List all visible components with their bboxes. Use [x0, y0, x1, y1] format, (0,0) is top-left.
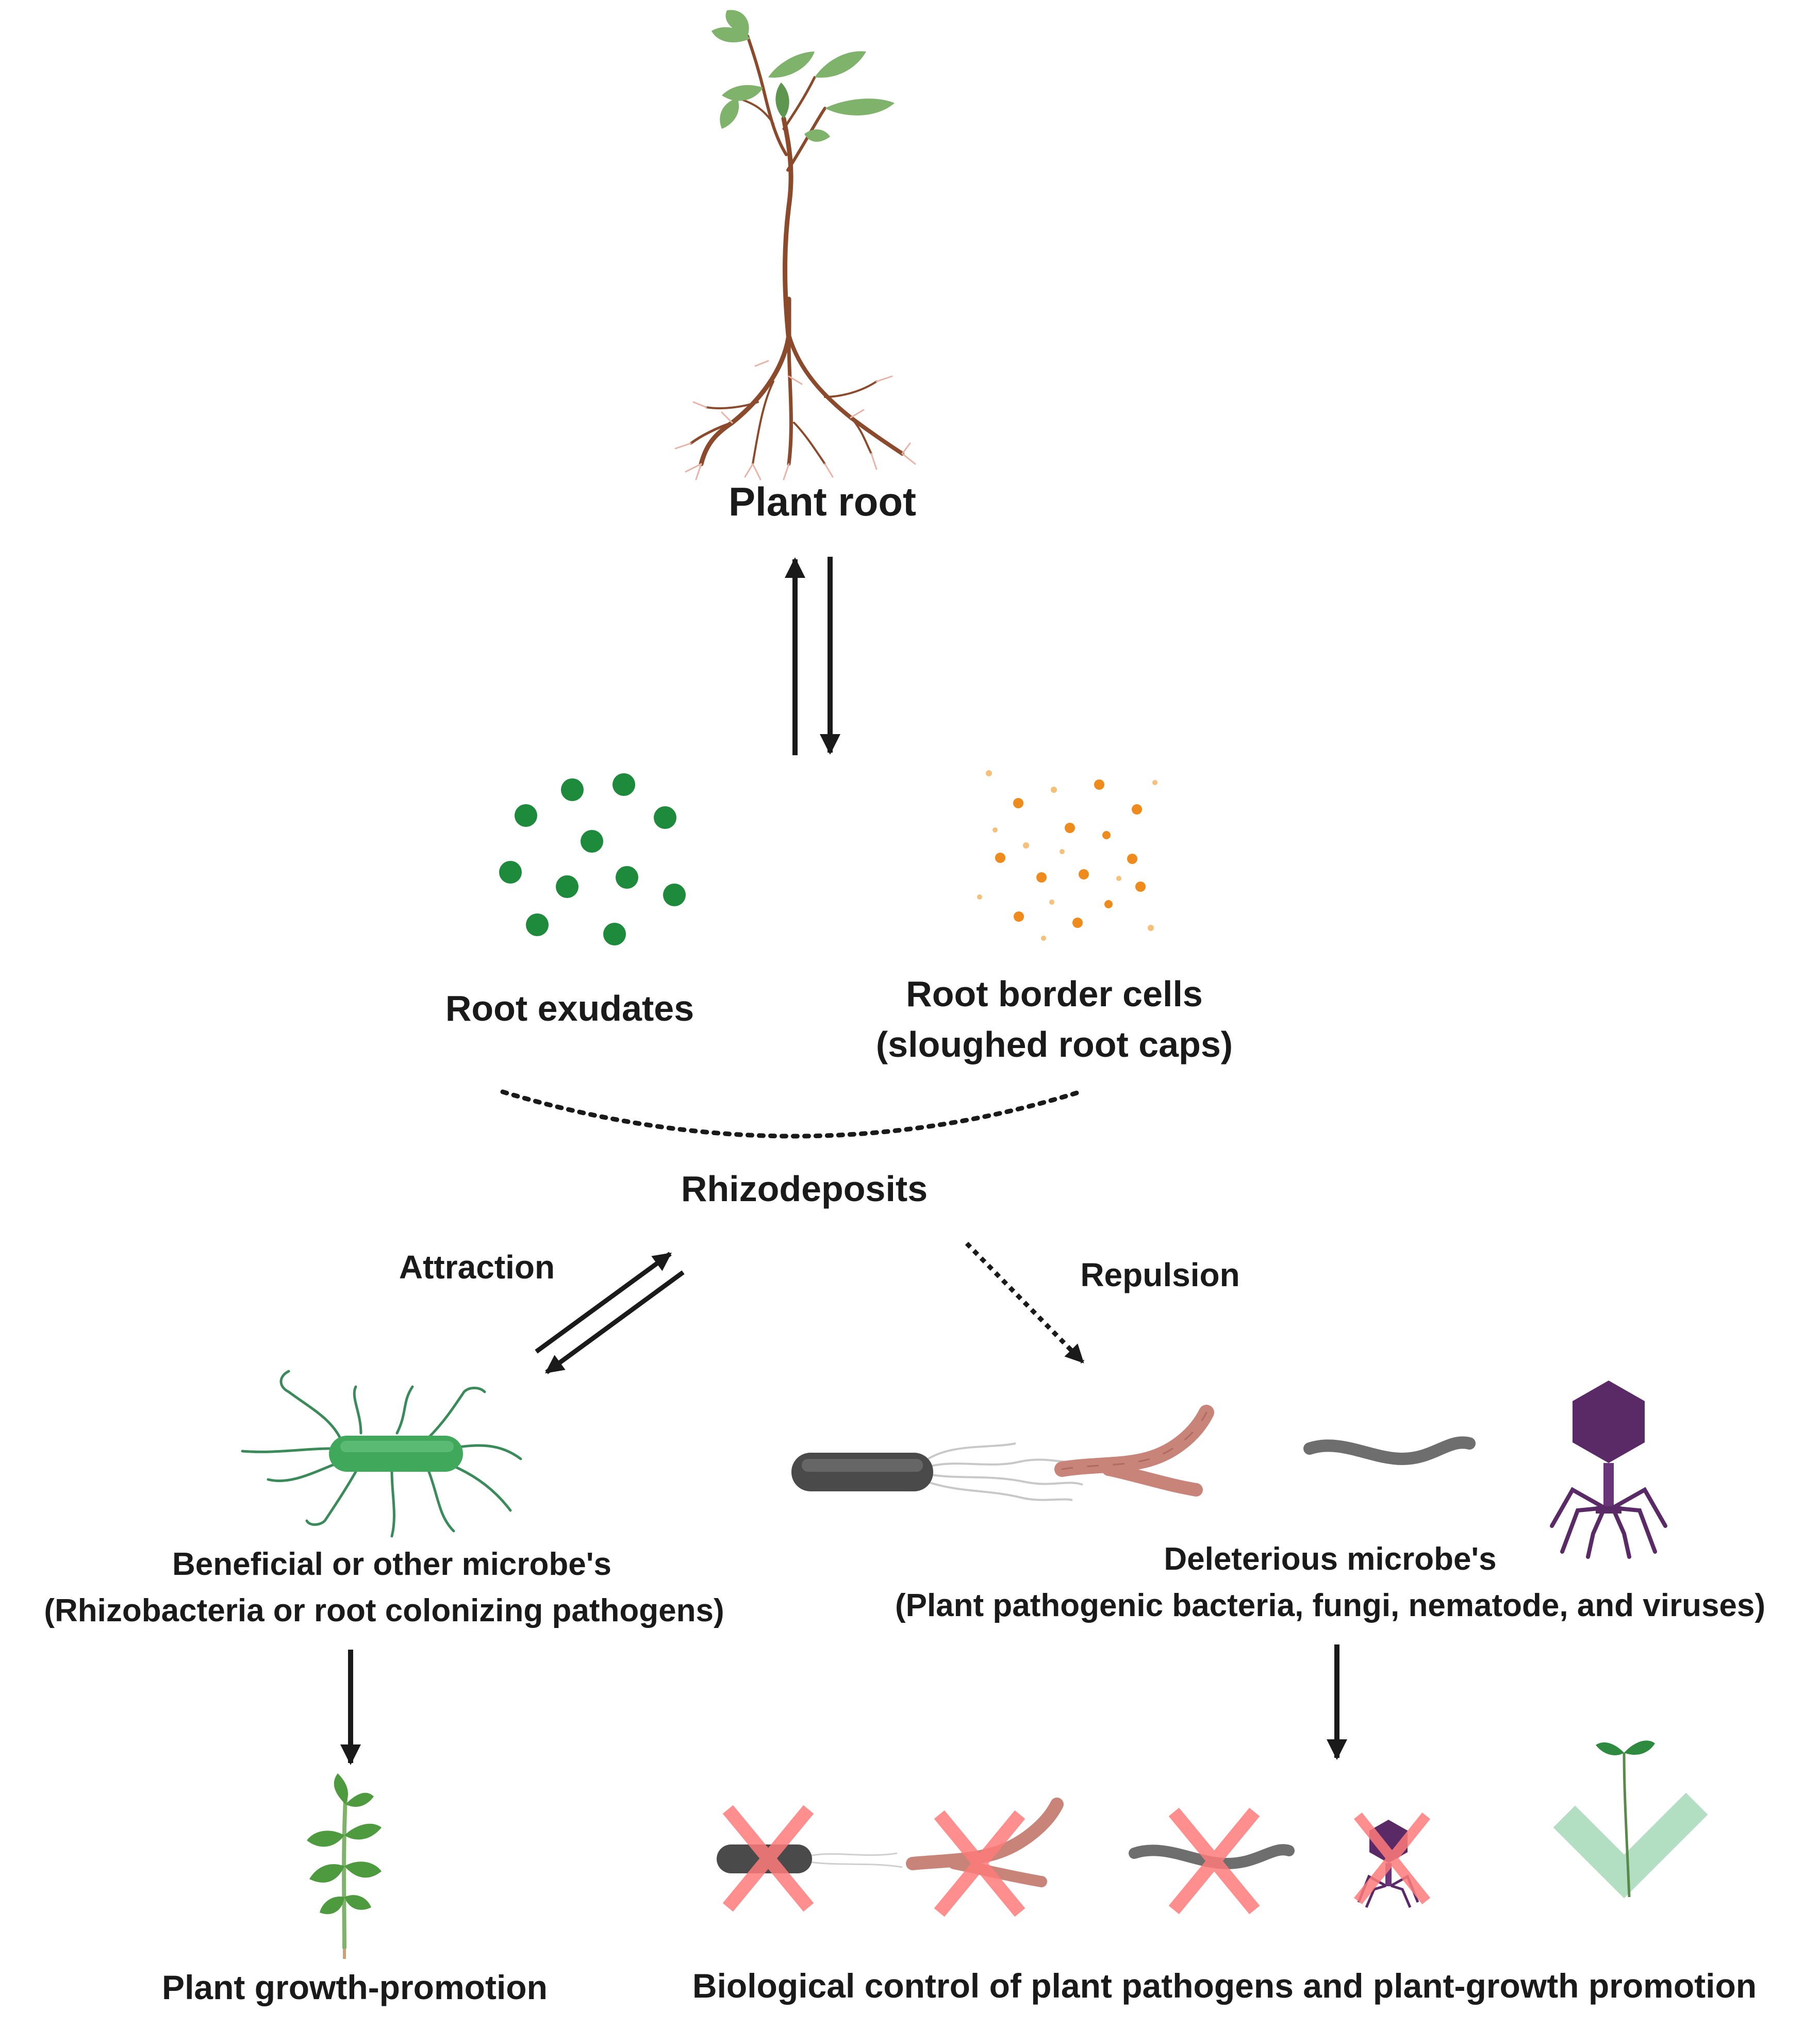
rhizodeposits-label: Rhizodeposits [681, 1169, 928, 1209]
plant-root-label: Plant root [729, 479, 916, 524]
attraction-arrows [535, 1252, 685, 1374]
beneficial-label: Beneficial or other microbe's [172, 1547, 611, 1582]
healthy-seedling-check [1553, 1740, 1708, 1899]
deleterious-sublabel: (Plant pathogenic bacteria, fungi, nemat… [895, 1588, 1765, 1623]
crossed-virus [1353, 1812, 1431, 1908]
attraction-label: Attraction [399, 1249, 555, 1286]
repulsion-arrow [965, 1241, 1085, 1364]
exchange-arrows [785, 557, 840, 755]
cross-icon [722, 1805, 814, 1912]
root-border-cells-sublabel: (sloughed root caps) [876, 1024, 1233, 1065]
cross-icon [1168, 1807, 1260, 1915]
bacterium-icon [241, 1370, 522, 1538]
crossed-nematode [1129, 1807, 1295, 1915]
pathogen-bacterium-icon [791, 1442, 1083, 1501]
virus-icon [1550, 1381, 1667, 1559]
repulsion-label: Repulsion [1080, 1256, 1239, 1293]
root-border-cells-label: Root border cells [906, 974, 1203, 1014]
biocontrol-label: Biological control of plant pathogens an… [692, 1967, 1757, 2005]
cross-icon [934, 1810, 1025, 1917]
root-exudates-label: Root exudates [445, 988, 694, 1028]
check-icon [1553, 1792, 1708, 1899]
rhizodeposit-bracket [500, 1089, 1083, 1139]
exudate-dots-icon [499, 773, 686, 945]
crossed-fungus [906, 1798, 1064, 1917]
fungus-icon [1054, 1405, 1214, 1497]
crossed-pathogen-bacterium [717, 1805, 903, 1912]
border-cell-dots-icon [977, 770, 1157, 941]
growth-promotion-label: Plant growth-promotion [162, 1968, 548, 2006]
seedling-icon [307, 1773, 382, 1959]
beneficial-sublabel: (Rhizobacteria or root colonizing pathog… [44, 1593, 724, 1628]
plant-icon [674, 10, 916, 480]
deleterious-label: Deleterious microbe's [1164, 1541, 1496, 1577]
cross-icon [1353, 1812, 1431, 1905]
nematode-icon [1303, 1436, 1476, 1466]
